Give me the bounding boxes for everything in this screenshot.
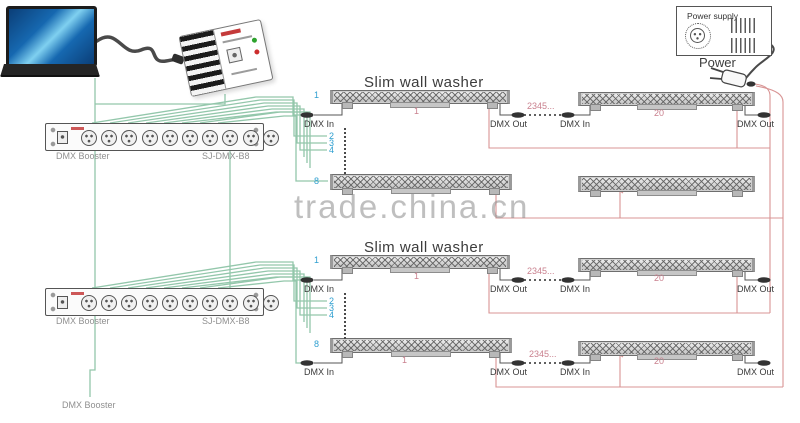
din-connector-icon	[685, 23, 711, 49]
group1-title: Slim wall washer	[364, 74, 484, 91]
wall-washer-bar	[578, 176, 755, 197]
bar-number: 20	[654, 356, 665, 366]
channel-number: 3	[329, 303, 335, 313]
laptop-keyboard	[0, 64, 100, 77]
connector-links	[314, 104, 758, 364]
watermark: trade.china.cn	[294, 188, 530, 225]
dmx-connector-beads	[300, 112, 771, 366]
between-units-label: 2345...	[529, 349, 557, 359]
dotted-wire-runs	[524, 114, 562, 364]
bar-number: 1	[402, 355, 408, 365]
dmx-in-label: DMX In	[560, 284, 591, 294]
vent-grille-icon	[731, 38, 757, 53]
dmx-booster-1: DMX Booster SJ-DMX-B8	[45, 123, 279, 161]
channel-number: 2	[329, 131, 335, 141]
usb-port-icon	[57, 296, 68, 309]
dotted-continuation	[344, 128, 346, 174]
green-led-icon	[251, 37, 258, 44]
xlr-connector-row	[81, 130, 279, 146]
power-supply-box: Power supply	[676, 6, 772, 56]
booster-model-label: SJ-DMX-B8	[202, 151, 250, 161]
interface-text-line	[222, 35, 253, 44]
power-plug-icon	[720, 69, 747, 88]
dmx-out-port-icon	[226, 46, 243, 64]
unit-index: 1	[314, 255, 320, 265]
usb-cable	[83, 33, 185, 65]
unit-index: 1	[314, 90, 320, 100]
usb-port-icon	[57, 131, 68, 144]
interface-logo	[220, 28, 241, 37]
between-units-label: 2345...	[527, 101, 555, 111]
unit-index: 8	[314, 176, 320, 186]
dmx-in-label: DMX In	[304, 284, 335, 294]
xlr-connector-row	[81, 295, 279, 311]
dmx-out-label: DMX Out	[737, 367, 775, 377]
brand-logo	[71, 292, 84, 295]
channel-number: 2	[329, 296, 335, 306]
dmx-in-label: DMX In	[560, 119, 591, 129]
dmx-out-label: DMX Out	[490, 367, 528, 377]
unit-index: 8	[314, 339, 320, 349]
dmx-out-label: DMX Out	[737, 119, 775, 129]
red-led-icon	[253, 48, 260, 55]
wall-washer-bar	[578, 341, 755, 361]
bar-number: 20	[654, 273, 665, 283]
laptop-screen	[6, 6, 97, 67]
between-units-label: 2345...	[527, 266, 555, 276]
dmx-out-label: DMX Out	[490, 284, 528, 294]
dmx-in-label: DMX In	[304, 119, 335, 129]
bar-number: 1	[414, 271, 420, 281]
wall-washer-bar	[330, 90, 510, 109]
dmx-out-label: DMX Out	[737, 284, 775, 294]
wall-washer-bar	[578, 258, 755, 277]
interface-text-line2	[231, 67, 258, 76]
channel-number: 4	[329, 145, 335, 155]
wall-washer-bar	[578, 92, 755, 111]
booster-name-label: DMX Booster	[56, 316, 110, 326]
booster-name-label: DMX Booster	[56, 151, 110, 161]
vent-grille-icon	[731, 18, 757, 33]
brand-logo	[71, 127, 84, 130]
power-cord-and-plug	[709, 43, 775, 88]
power-supply-label: Power supply	[687, 11, 739, 21]
group2-title: Slim wall washer	[364, 239, 484, 256]
channel-number: 4	[329, 310, 335, 320]
wall-washer-bar	[330, 338, 512, 358]
booster-model-label: SJ-DMX-B8	[202, 316, 250, 326]
dmx-booster-2: DMX Booster SJ-DMX-B8	[45, 288, 279, 326]
wall-washer-bar	[330, 174, 512, 195]
bar-number: 20	[654, 108, 665, 118]
green-dmx-wires	[89, 78, 328, 397]
dmx-in-label: DMX In	[304, 367, 335, 377]
dotted-continuation	[344, 293, 346, 339]
bottom-booster-label: DMX Booster	[62, 400, 116, 410]
bar-number: 1	[414, 106, 420, 116]
dmx-in-label: DMX In	[560, 367, 591, 377]
channel-number: 3	[329, 138, 335, 148]
dmx-out-label: DMX Out	[490, 119, 528, 129]
power-caption: Power	[699, 55, 736, 70]
wall-washer-bar	[330, 255, 510, 274]
